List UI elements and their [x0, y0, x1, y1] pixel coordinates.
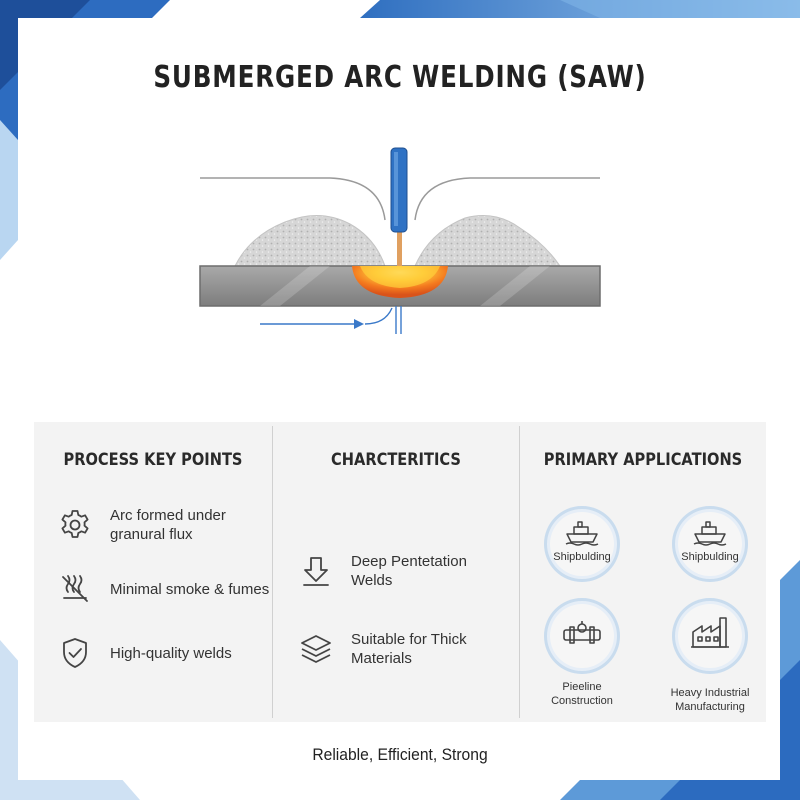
panel-divider — [519, 426, 520, 718]
application-label: Pieeline Construction — [534, 680, 630, 708]
application-label: Shipbulding — [681, 551, 739, 563]
characteristic-line1: Suitable for Thick — [351, 631, 467, 648]
ship-icon — [693, 521, 727, 546]
arrow-down-icon — [303, 557, 329, 586]
application-badge-shipbuilding: Shipbulding — [672, 506, 748, 582]
panel-title-process: PROCESS KEY POINTS — [63, 450, 243, 470]
application-badge-shipbuilding: Shipbulding — [544, 506, 620, 582]
characteristic-item: Suitable for Thick Materials — [299, 630, 467, 668]
key-point-item: High-quality welds — [58, 636, 232, 670]
characteristic-line1: Deep Pentetation — [351, 553, 467, 570]
panel-title-characteristics: CHARCTERITICS — [331, 450, 461, 470]
key-point-line1: Arc formed under — [110, 507, 226, 524]
panel-applications: PRIMARY APPLICATIONS Shipbulding — [520, 422, 766, 722]
gear-icon — [61, 510, 89, 538]
tagline: Reliable, Efficient, Strong — [312, 745, 488, 764]
key-point-item: Minimal smoke & fumes — [58, 572, 269, 606]
panel-characteristics: CHARCTERITICS Deep Pentetation Welds — [273, 422, 519, 722]
no-smoke-icon — [62, 575, 88, 602]
pipeline-icon — [563, 621, 601, 644]
flux-feed-line-left — [200, 177, 386, 221]
panel-process-key-points: PROCESS KEY POINTS Arc formed under gran… — [34, 422, 272, 722]
key-point-line2: granural flux — [110, 526, 193, 543]
panel-divider — [272, 426, 273, 718]
application-label-line2: Manufacturing — [675, 701, 745, 713]
flux-feed-line-right — [414, 177, 600, 221]
characteristic-item: Deep Pentetation Welds — [299, 552, 467, 590]
info-panels: PROCESS KEY POINTS Arc formed under gran… — [34, 422, 766, 722]
layers-icon — [301, 635, 331, 663]
application-label-line1: Pieeline — [562, 681, 602, 693]
factory-icon — [691, 617, 729, 648]
application-label: Shipbulding — [553, 551, 611, 563]
characteristic-line2: Materials — [351, 650, 412, 667]
electrode-holder — [390, 147, 408, 233]
flux-pile-left — [234, 214, 386, 267]
panel-title-applications: PRIMARY APPLICATIONS — [543, 450, 743, 470]
saw-process-diagram — [199, 147, 601, 334]
application-label-line2: Construction — [551, 695, 613, 707]
application-badge-manufacturing: Heavy Industrial Manufacturing — [671, 598, 749, 713]
key-point-line1: Minimal smoke & fumes — [110, 580, 270, 598]
application-label-line1: Heavy Industrial — [670, 687, 750, 699]
application-badge-pipeline: Pieeline Construction — [544, 598, 620, 707]
filler-wire — [397, 230, 402, 266]
application-label: Heavy Industrial Manufacturing — [658, 686, 762, 714]
characteristic-line2: Welds — [351, 572, 393, 589]
ship-icon — [565, 521, 599, 546]
flux-pile-right — [414, 215, 561, 267]
page-title: SUBMERGED ARC WELDING (SAW) — [153, 60, 647, 95]
key-point-line1: High-quality welds — [110, 644, 232, 662]
shield-check-icon — [63, 638, 87, 668]
key-point-item: Arc formed under granural flux — [58, 506, 226, 544]
